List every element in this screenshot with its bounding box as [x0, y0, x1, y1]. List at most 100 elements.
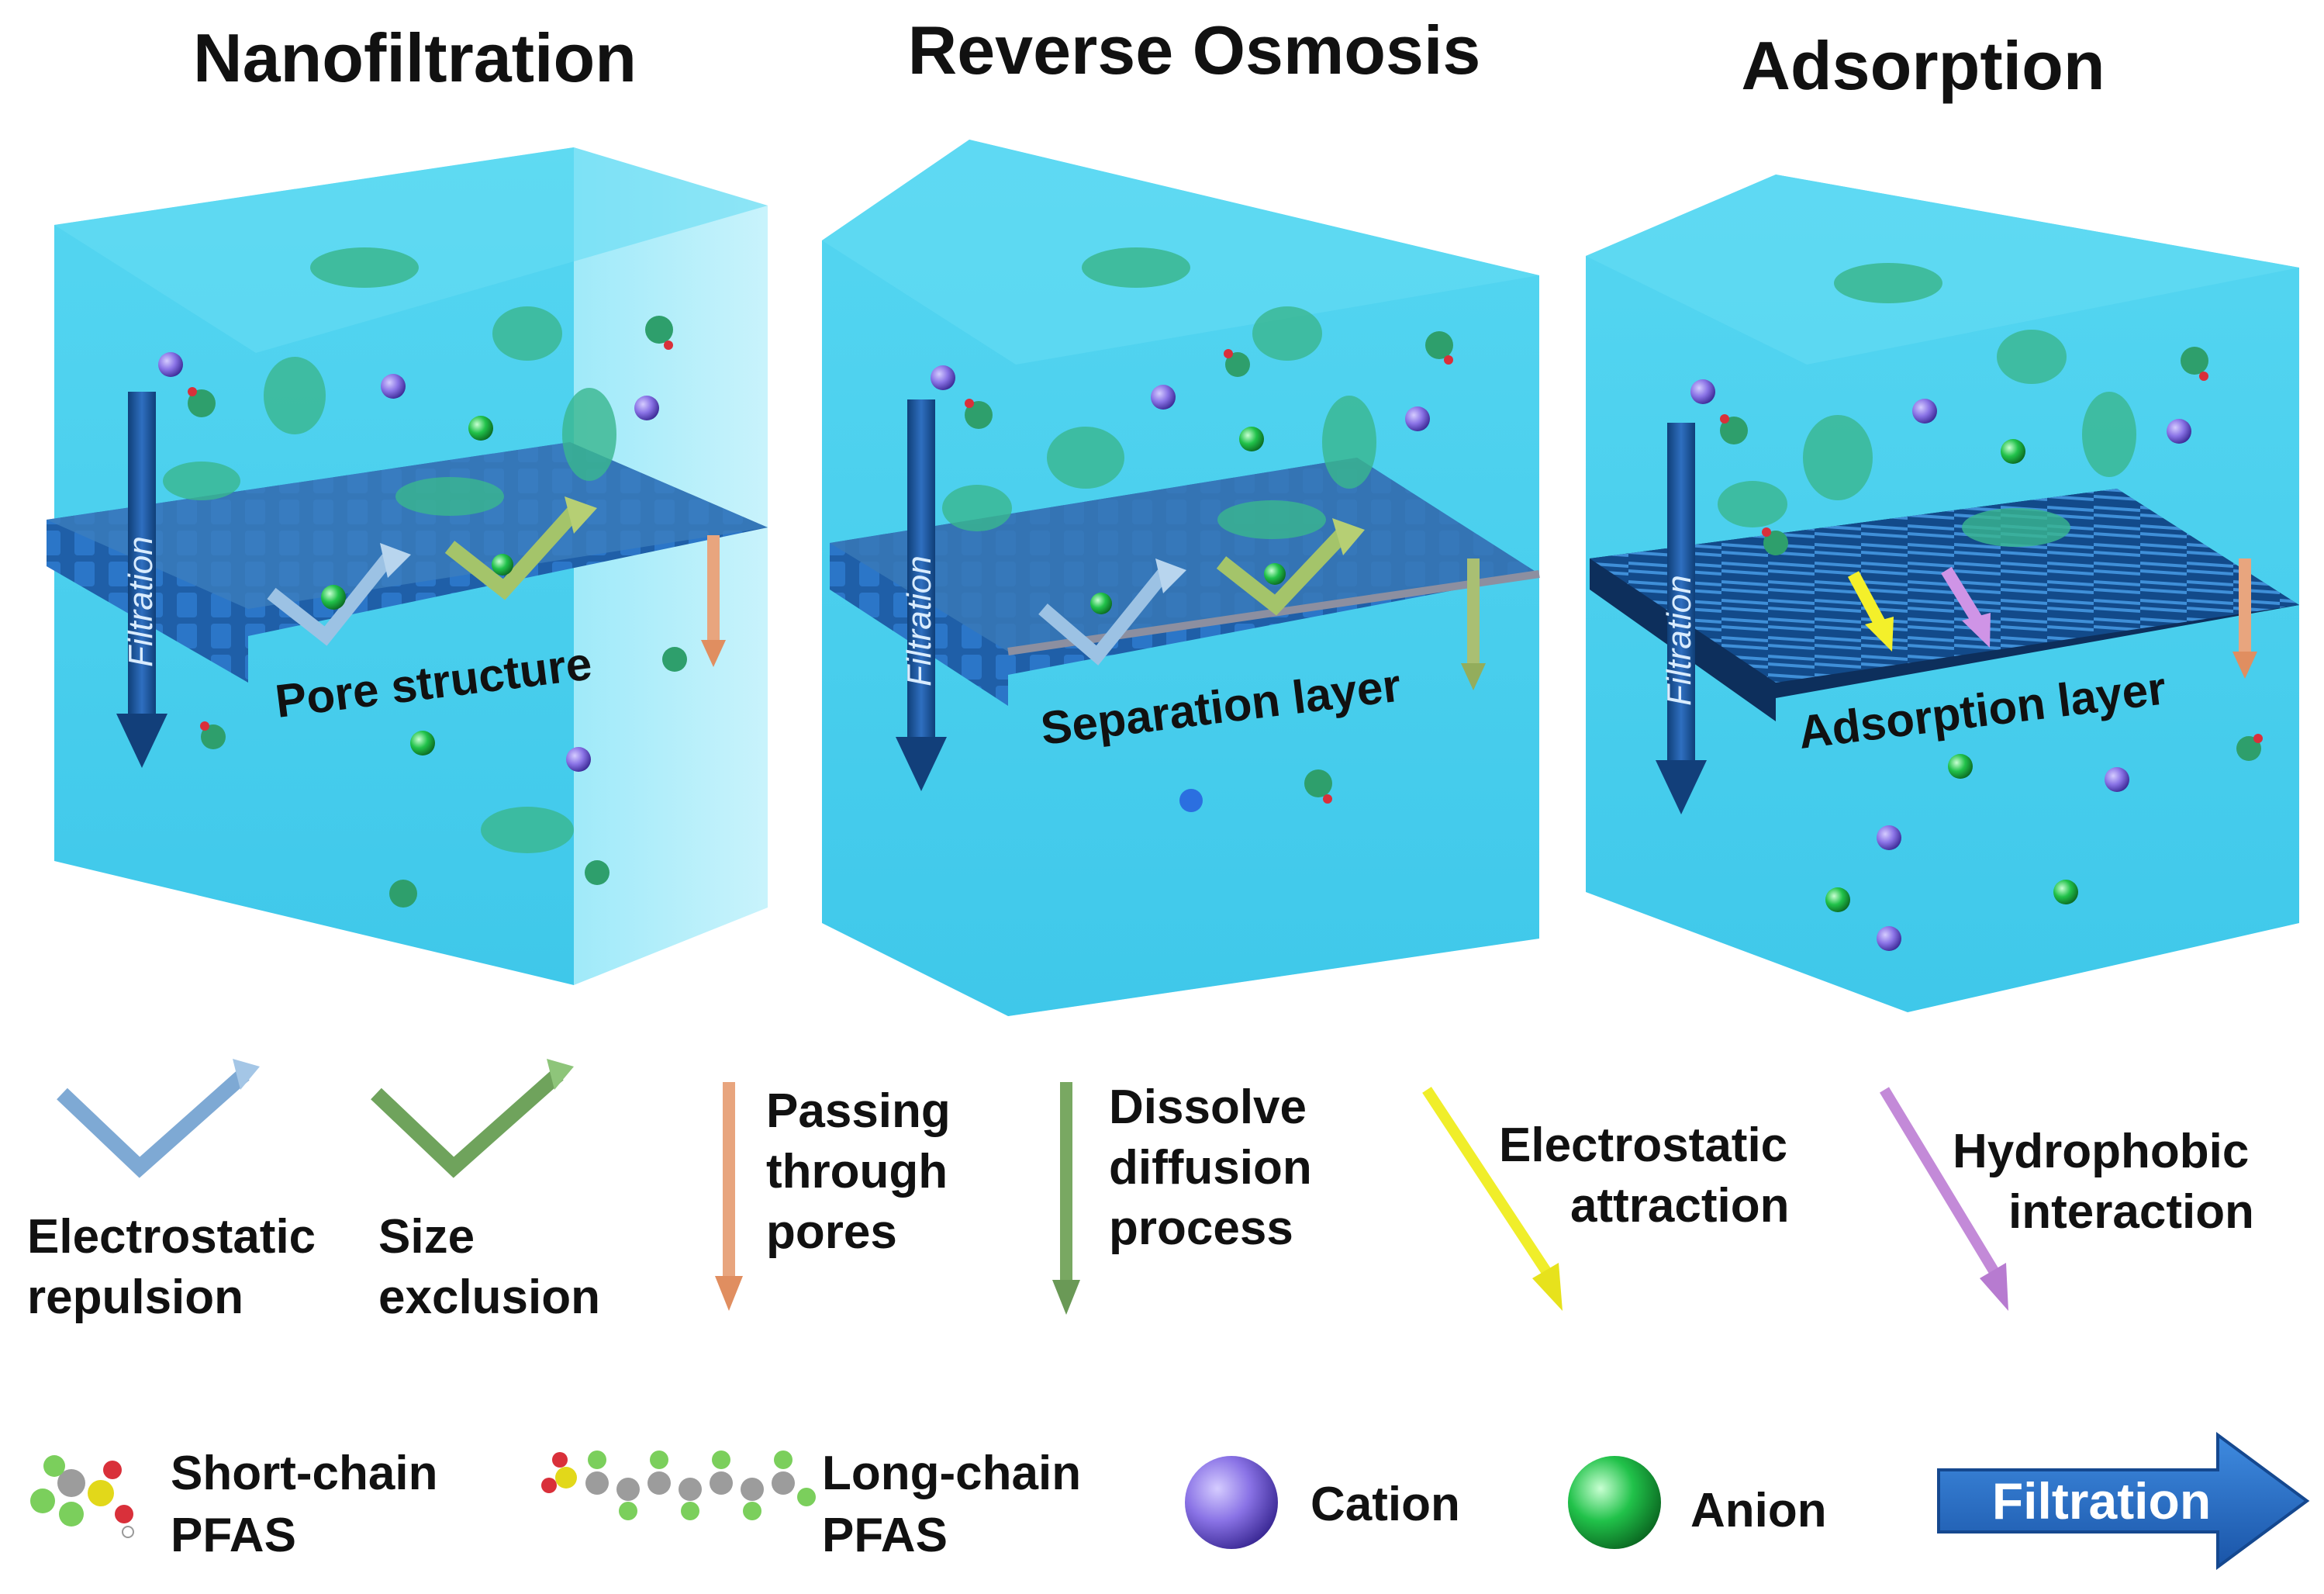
cation [1877, 825, 1901, 850]
panel-title-reverse-osmosis: Reverse Osmosis [908, 12, 1481, 88]
short-chain-pfas-icon [30, 1455, 134, 1538]
electrostatic-attraction-legend-arrow [1422, 1087, 1554, 1279]
legend-hydrophobic-interaction: Hydrophobic interaction [1880, 1087, 2254, 1311]
cation [566, 747, 591, 772]
filtration-legend-arrow: Filtration [1937, 1432, 2310, 1570]
filtration-legend-label: Filtration [1992, 1472, 2211, 1530]
filtration-vertical-label: Filtration [122, 536, 160, 667]
box-side-face [574, 147, 768, 985]
legend-label-line2: attraction [1570, 1179, 1789, 1233]
hydrophobic-interaction-arrow [1941, 566, 1983, 624]
anion [1264, 563, 1286, 585]
dissolve-diffusion-arrowhead [1461, 663, 1486, 690]
legend-label-line3: process [1109, 1202, 1293, 1255]
electrostatic-attraction-arrow [1847, 571, 1887, 628]
legend-label-line1: Electrostatic [1499, 1119, 1787, 1172]
legend-label-line2: PFAS [822, 1509, 948, 1562]
panel-title-nanofiltration: Nanofiltration [193, 19, 637, 96]
passing-pores-arrowhead [2232, 652, 2257, 679]
box-top-edge [1586, 175, 2299, 365]
legend-dissolve-diffusion: Dissolve diffusion process [1052, 1081, 1312, 1315]
legend-label-line1: Short-chain [171, 1447, 437, 1500]
species-legend: Short-chain PFAS Long-chain PFAS [30, 1432, 2310, 1570]
passing-pores-arrowhead [701, 640, 726, 667]
size-exclusion-legend-arrow [371, 1068, 564, 1178]
legend-label-cation: Cation [1310, 1478, 1460, 1531]
anion [2053, 880, 2078, 904]
short-chain-pfas [188, 316, 687, 908]
legend-label-line1: Dissolve [1109, 1081, 1307, 1134]
cation [1877, 926, 1901, 951]
legend-label-line1: Long-chain [822, 1447, 1081, 1500]
anion [1239, 427, 1264, 451]
size-exclusion-arrow [1216, 530, 1348, 616]
long-chain-pfas [163, 247, 616, 853]
filtration-arrow-vertical: Filtration [896, 399, 947, 791]
cation [1405, 406, 1430, 431]
filtration-arrow-vertical: Filtration [116, 392, 167, 768]
anion [321, 585, 346, 610]
filtration-arrow-vertical: Filtration [1656, 423, 1707, 814]
legend-label-line3: pores [766, 1205, 897, 1259]
size-exclusion-arrowhead [1332, 518, 1365, 555]
legend-label-line2: exclusion [378, 1271, 600, 1324]
legend-label-line1: Hydrophobic [1953, 1125, 2249, 1178]
legend-label-anion: Anion [1690, 1484, 1827, 1537]
electrostatic-repulsion-legend-arrow [57, 1068, 250, 1178]
short-chain-pfas [1720, 347, 2263, 761]
filtration-vertical-label: Filtration [1660, 575, 1698, 706]
box-top-edge [822, 140, 1539, 365]
cation [381, 374, 406, 399]
anion [1825, 887, 1850, 912]
cation [1912, 399, 1937, 424]
hydrophobic-interaction-legend-arrow [1880, 1087, 2001, 1279]
size-exclusion-arrowhead [565, 496, 597, 534]
cation-icon [1185, 1456, 1278, 1549]
electrostatic-repulsion-legend-arrowhead [233, 1059, 260, 1090]
cation [158, 352, 183, 377]
electrostatic-attraction-legend-arrowhead [1532, 1263, 1563, 1311]
long-chain-pfas [942, 247, 1376, 539]
legend-label-line2: diffusion [1109, 1141, 1312, 1195]
legend-label-line2: interaction [2008, 1185, 2254, 1239]
passing-pores-legend-arrowhead [715, 1276, 743, 1311]
panel-adsorption: Filtration Adsorption layer [1586, 175, 2299, 1012]
box-top-edge [54, 147, 768, 353]
electrostatic-repulsion-arrowhead [1155, 558, 1186, 593]
membrane-top-surface [47, 442, 768, 609]
anion-icon [1568, 1456, 1661, 1549]
membrane-top-surface [830, 458, 1539, 652]
cation [2167, 419, 2191, 444]
long-chain-pfas [1718, 263, 2136, 547]
long-chain-pfas-icon [541, 1451, 816, 1520]
size-exclusion-arrow [444, 507, 580, 600]
anion [468, 416, 493, 441]
anion [410, 731, 435, 756]
legend-label-line2: repulsion [27, 1271, 243, 1324]
legend-label-line2: PFAS [171, 1509, 296, 1562]
panel-reverse-osmosis: Filtration Separation layer [822, 140, 1540, 1016]
electrostatic-repulsion-arrow [267, 554, 394, 646]
mechanism-legend: Electrostatic repulsion Size exclusion P… [27, 1059, 2254, 1324]
electrostatic-repulsion-arrowhead [380, 543, 411, 578]
anion [2001, 439, 2025, 464]
legend-label-line1: Electrostatic [27, 1210, 316, 1264]
cation [1179, 789, 1203, 812]
dissolve-diffusion-legend-arrowhead [1052, 1280, 1080, 1315]
electrostatic-repulsion-arrow [1038, 569, 1169, 666]
legend-label-line1: Size [378, 1210, 475, 1264]
hydrophobic-interaction-legend-arrowhead [1980, 1263, 2008, 1311]
legend-passing-through-pores: Passing through pores [715, 1082, 951, 1311]
legend-electrostatic-attraction: Electrostatic attraction [1422, 1087, 1789, 1311]
cation [634, 396, 659, 420]
cation [1690, 379, 1715, 404]
legend-size-exclusion: Size exclusion [371, 1059, 600, 1324]
size-exclusion-legend-arrowhead [547, 1059, 574, 1090]
legend-label-line1: Passing [766, 1084, 951, 1138]
panel-title-adsorption: Adsorption [1741, 27, 2105, 104]
cation [1151, 385, 1176, 410]
anion [1090, 593, 1112, 614]
cation [2105, 767, 2129, 792]
anion [492, 554, 513, 576]
